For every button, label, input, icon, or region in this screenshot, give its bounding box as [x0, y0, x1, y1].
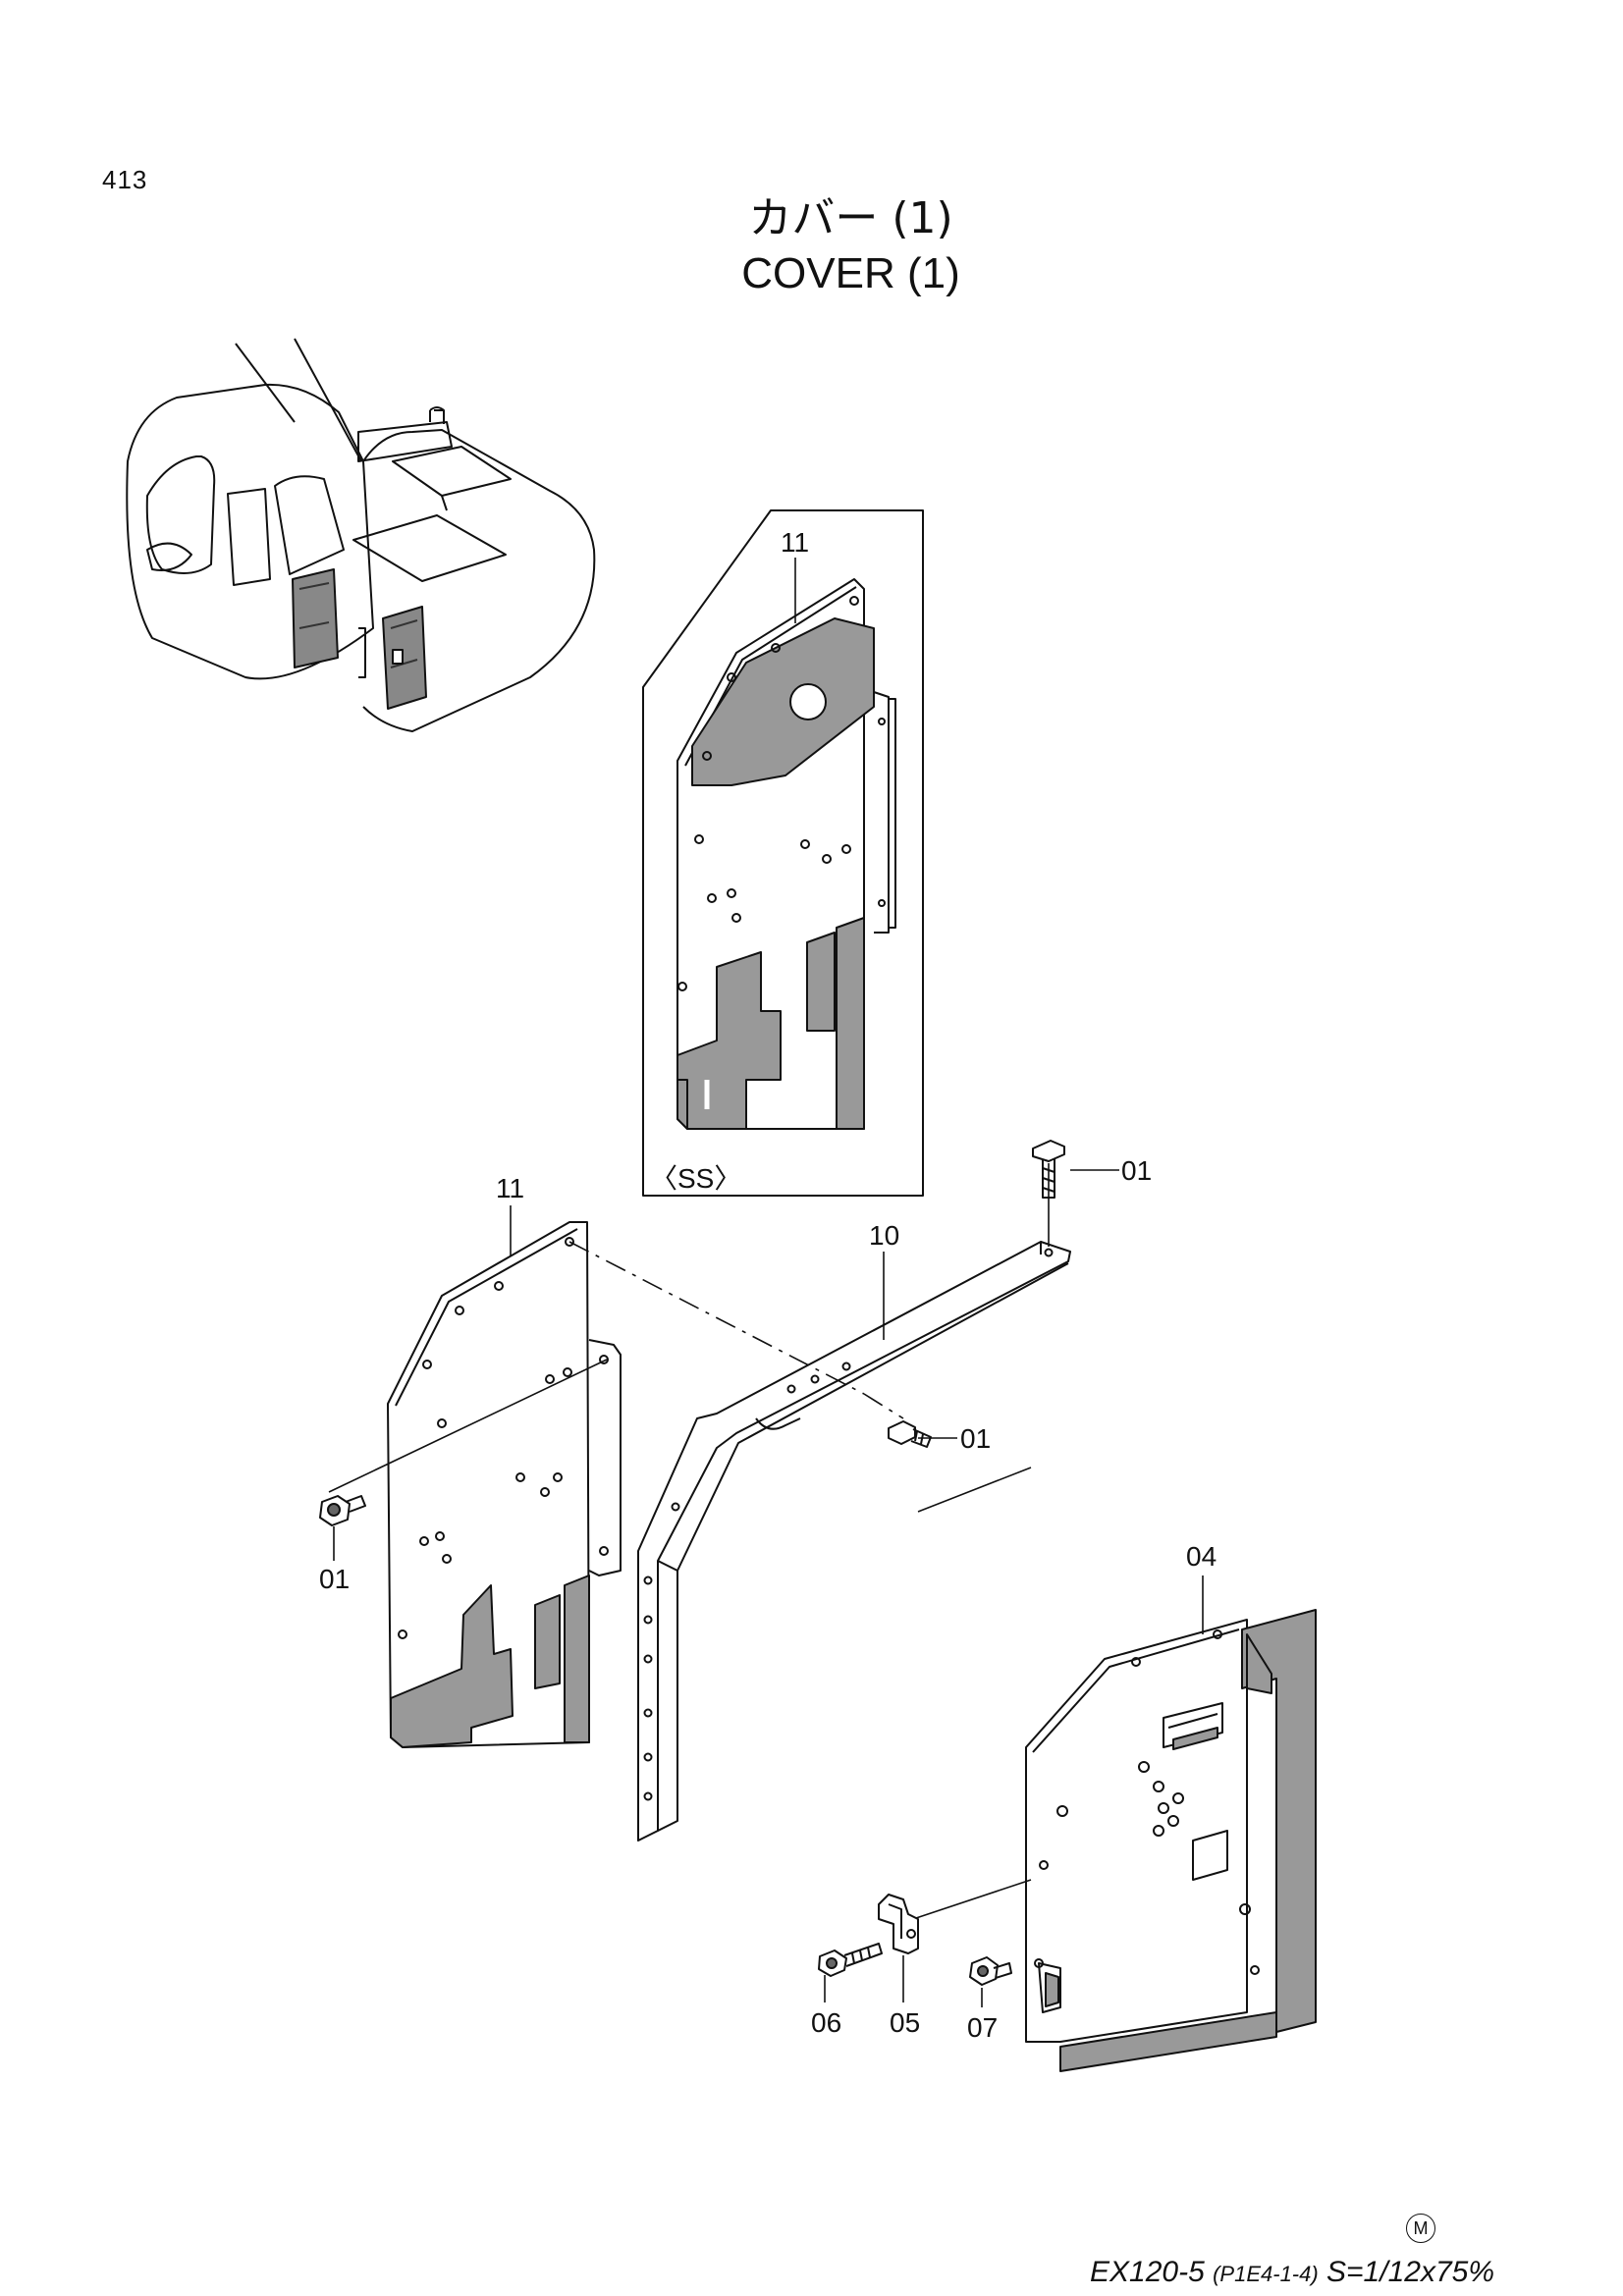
callout-leaders — [333, 558, 1204, 2007]
support-bar — [637, 1241, 1071, 1842]
footer-circle-mark: M — [1406, 2214, 1435, 2243]
inset-cover-panel — [676, 578, 896, 1130]
callout-01-top: 01 — [1121, 1155, 1152, 1186]
title-english: COVER (1) — [741, 249, 960, 297]
footer-scale: S=1/12x75% — [1326, 2256, 1494, 2288]
footer-model-name: EX120-5 — [1090, 2256, 1205, 2288]
callout-10: 10 — [869, 1220, 899, 1251]
bolt-01-left — [319, 1495, 366, 1526]
footer-model-line: EX120-5 (P1E4-1-4) S=1/12x75% — [1090, 2256, 1494, 2289]
callout-inset-11: 11 — [781, 527, 809, 558]
fastener-guide-lines — [328, 1163, 1050, 1920]
callout-01-left: 01 — [319, 1564, 350, 1594]
bolt-07 — [969, 1956, 1012, 1986]
excavator-overview-drawing — [126, 338, 596, 732]
callout-11-main: 11 — [496, 1173, 524, 1203]
footer-model-code: (P1E4-1-4) — [1213, 2262, 1319, 2286]
bolt-01-top — [1032, 1140, 1065, 1199]
title-japanese: カバー (1) — [748, 193, 953, 243]
bolt-01-middle — [888, 1420, 932, 1448]
main-cover-panel — [387, 1221, 622, 1748]
callout-01-middle: 01 — [960, 1423, 991, 1454]
bolt-06 — [818, 1943, 883, 1977]
page-number: 413 — [102, 165, 148, 194]
callout-05: 05 — [890, 2007, 920, 2038]
side-door-panel — [1025, 1609, 1317, 2072]
bracket-05 — [878, 1894, 919, 1954]
page-title: カバー (1) COVER (1) — [0, 191, 1623, 301]
callout-04: 04 — [1186, 1541, 1217, 1572]
inset-ss-label: 〈SS〉 — [650, 1163, 741, 1194]
assembly-guide-lines — [568, 1241, 904, 1419]
callout-06: 06 — [811, 2007, 841, 2038]
callout-07: 07 — [967, 2012, 998, 2043]
inset-ss-frame — [642, 509, 924, 1197]
